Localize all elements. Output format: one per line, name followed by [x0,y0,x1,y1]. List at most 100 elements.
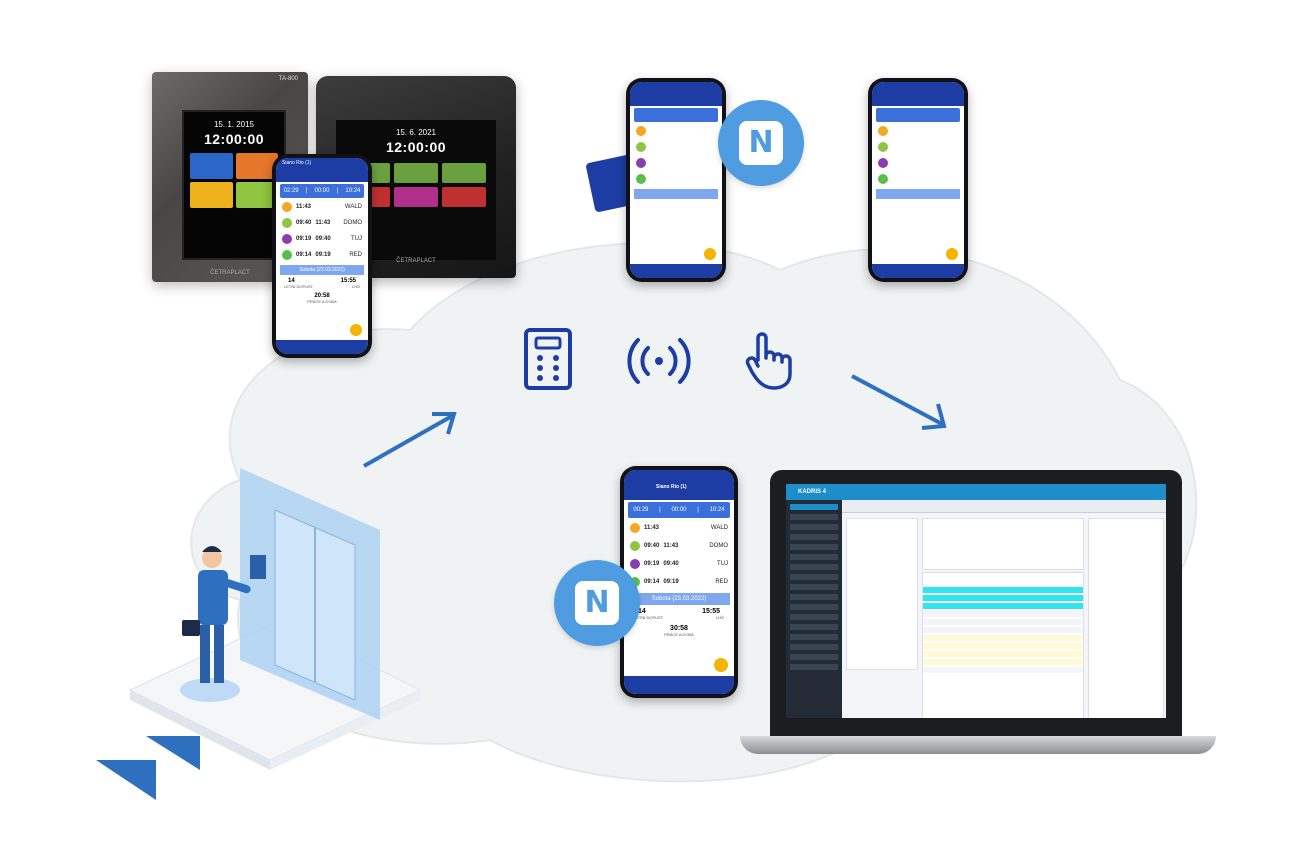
code-value: RED [349,252,362,258]
code-value: DOMO [343,220,362,226]
stat-mid-label: PRÁCE A DOBA [664,632,694,637]
add-button[interactable] [704,248,716,260]
time-summary: 00:29 | 00:00 | 10:24 [628,502,730,518]
terminal-logo: ČETRAPLACT [396,258,436,264]
code-value: WALD [710,525,728,531]
time-value: 09:40 [663,561,679,567]
stat-right-label: LHŮ [715,615,724,620]
code-value: DOMO [709,543,728,549]
laptop-base [740,736,1216,754]
arrow-up-right-icon [363,412,457,468]
time-value: 09:19 [296,236,312,242]
right-list[interactable] [1088,518,1164,718]
car-tile[interactable] [190,153,233,179]
touch-hand-icon [745,332,792,390]
time-value: 11:43 [315,220,331,226]
time-value: 11:43 [644,525,660,531]
nfc-icon: N [718,100,804,186]
time-value: 09:19 [663,579,679,585]
terminal-date: 15. 6. 2021 [395,128,437,137]
summary-value: 00:00 [671,507,687,513]
terminal-time: 12:00:00 [203,131,265,147]
stat-right: 15:55 [702,608,720,615]
code-value: WALD [344,204,362,210]
app-header: Siano Rio (1) [624,470,734,500]
terminal-brand: TA-800 [278,76,298,82]
time-value: 09:19 [315,252,331,258]
data-table [922,572,1084,718]
phone-app-detail: Siano Rio (1) 00:29 | 00:00 | 10:24 11:4… [620,466,738,698]
summary-sep: | [336,188,339,194]
list-item[interactable]: 11:43 WALD [282,200,362,214]
phone-app [626,78,726,282]
arrow-down-right-icon [851,374,947,430]
time-summary: 02:29 | 00:00 | 10:24 [280,184,364,198]
summary-sep: | [697,507,699,513]
stat-left: 14 [638,608,646,615]
code-value: RED [715,579,728,585]
stat-mid-label: PRÁCE A DOBA [307,299,337,304]
time-value: 09:14 [644,579,660,585]
tile[interactable] [442,187,486,207]
summary-value: 00:29 [633,507,649,513]
time-value: 09:14 [296,252,312,258]
add-button[interactable] [350,324,362,336]
stat-right: 15:55 [340,278,356,284]
add-button[interactable] [714,658,728,672]
user-name: Siano Rio (1) [656,484,687,490]
terminal-time: 12:00:00 [385,139,447,155]
time-value: 09:40 [296,220,312,226]
stat-mid: 30:58 [670,625,688,632]
kadris-app-screen: KADRIS 4 [786,484,1166,718]
time-value: 09:40 [644,543,660,549]
summary-value: 02:29 [283,188,299,194]
bottom-nav[interactable] [624,676,734,694]
summary-value: 10:24 [345,188,361,194]
stat-right-label: LHŮ [351,284,360,289]
work-tile[interactable] [235,182,278,208]
list-item[interactable]: 11:43 WALD [630,520,728,536]
day-band: Sobota (23.03.2022) [280,265,364,275]
sidebar[interactable] [786,500,842,718]
stat-left-label: LETNÍ DOPUST [284,284,314,289]
summary-sep: | [659,507,661,513]
code-value: TUJ [351,236,362,242]
day-band: Sobota (23.03.2022) [628,593,730,605]
stat-mid: 20:58 [314,293,330,299]
laptop: KADRIS 4 [770,470,1182,738]
phone-app: Siano Rio (1) 02:29 | 00:00 | 10:24 11:4… [272,154,372,358]
user-name: Siano Rio (1) [282,160,312,166]
wireless-signal-icon [627,338,691,384]
stat-left: 14 [288,278,295,284]
doctor-tile[interactable] [190,182,233,208]
stat-left-label: LETNÍ DOPUST [634,615,664,620]
summary-value: 00:00 [314,188,330,194]
tile[interactable] [394,163,438,183]
bottom-nav[interactable] [630,264,722,278]
keypad-icon [524,328,572,390]
tile[interactable] [394,187,438,207]
terminal-screen: 15. 1. 2015 12:00:00 [182,110,286,260]
toolbar[interactable] [842,500,1166,513]
add-button[interactable] [946,248,958,260]
time-value: 11:43 [296,204,312,210]
summary-value: 10:24 [709,507,725,513]
app-header: Siano Rio (1) [276,158,368,182]
terminal-date: 15. 1. 2015 [213,120,255,129]
terminal-logo: ČETRAPLACT [210,270,250,276]
tile[interactable] [442,163,486,183]
code-value: TUJ [717,561,728,567]
employee-door-illustration [96,468,422,800]
time-value: 09:19 [644,561,660,567]
meal-tile[interactable] [235,153,278,179]
bottom-nav[interactable] [872,264,964,278]
summary-sep: | [305,188,308,194]
bottom-nav[interactable] [276,340,368,354]
time-value: 11:43 [663,543,679,549]
